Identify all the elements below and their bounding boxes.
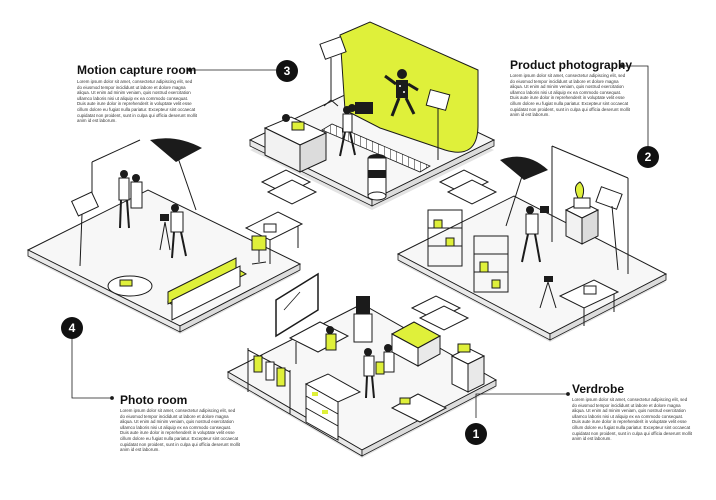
softbox-light (319, 36, 347, 107)
softbox-light (70, 191, 100, 267)
room-number-badge: 1 (465, 423, 487, 445)
stacked-cylinders (367, 154, 387, 201)
room-number-badge: 2 (637, 146, 659, 168)
product-photography-room (396, 145, 668, 342)
camera-rail-track (321, 123, 431, 173)
room-description-verdrobe: Lorem ipsum dolor sit amet, consectetur … (572, 397, 693, 442)
plant-shelf (473, 235, 509, 293)
stairs (260, 169, 318, 205)
room-description-motion-capture: Lorem ipsum dolor sit amet, consectetur … (77, 79, 198, 124)
room-description-photo-room: Lorem ipsum dolor sit amet, consectetur … (120, 408, 241, 453)
verdrobe-room (226, 272, 498, 458)
shoe-shelf (304, 373, 362, 441)
wall-mirror (275, 272, 319, 338)
green-screen (339, 21, 479, 153)
posing-models (118, 170, 143, 229)
office-chair (251, 235, 267, 265)
editing-desk (263, 114, 328, 173)
plant-shelf (427, 209, 463, 267)
sofa (166, 257, 248, 321)
room-number-badge: 3 (276, 60, 298, 82)
drawer-cabinet (450, 343, 486, 393)
motion-capture-room (248, 21, 496, 210)
leader-lines (71, 64, 649, 418)
photo-room (26, 138, 304, 334)
room-description-product-photography: Lorem ipsum dolor sit amet, consectetur … (510, 73, 631, 118)
room-title-product-photography: Product photography (510, 58, 632, 72)
umbrella-light (150, 138, 202, 211)
room-title-photo-room: Photo room (120, 393, 188, 407)
sofa (390, 321, 442, 367)
mocap-actor (384, 69, 419, 117)
room-number-badge: 4 (61, 317, 83, 339)
clothing-rack (247, 348, 291, 414)
room-title-motion-capture: Motion capture room (77, 63, 197, 77)
softbox-light (425, 89, 451, 160)
room-title-verdrobe: Verdrobe (572, 382, 625, 396)
